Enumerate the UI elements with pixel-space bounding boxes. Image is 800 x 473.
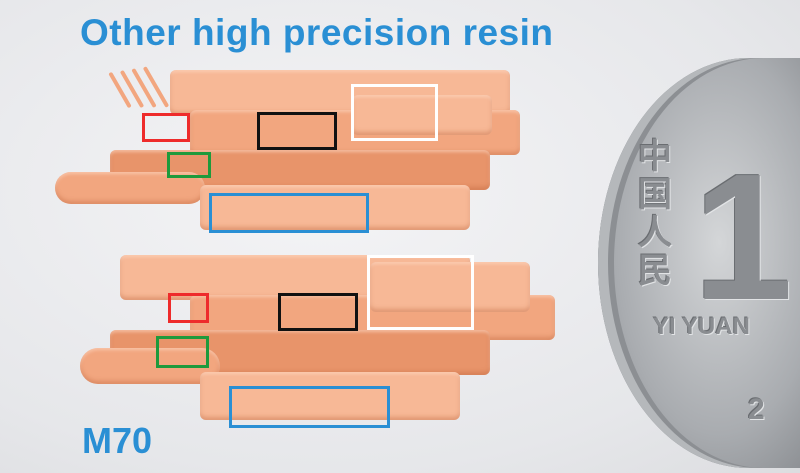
resin-pin: [131, 67, 157, 109]
highlight-box-blue: [229, 386, 390, 428]
highlight-box-white: [351, 84, 438, 141]
resin-part: [352, 95, 492, 135]
highlight-box-red: [168, 293, 209, 323]
material-label: M70: [82, 420, 153, 461]
highlight-box-white: [367, 255, 474, 330]
resin-part: [370, 262, 530, 312]
coin-denomination: YI YUAN: [653, 313, 750, 340]
highlight-box-black: [278, 293, 358, 331]
coin-numeral: 1: [693, 137, 794, 338]
resin-pin: [108, 71, 132, 109]
highlight-box-black: [257, 112, 337, 150]
resin-pin: [142, 66, 170, 108]
coin-year: 2: [748, 393, 765, 426]
highlight-box-red: [142, 113, 190, 142]
resin-part: [200, 372, 460, 420]
resin-pin: [119, 69, 145, 109]
page-title: Other high precision resin: [80, 12, 554, 53]
one-yuan-coin: 中国人民 YI YUAN 1 2: [598, 58, 800, 468]
coin-chinese-chars: 中国人民: [638, 138, 672, 290]
highlight-box-blue: [209, 193, 369, 233]
highlight-box-green: [167, 152, 211, 178]
resin-part: [200, 185, 470, 230]
highlight-box-green: [156, 336, 209, 368]
